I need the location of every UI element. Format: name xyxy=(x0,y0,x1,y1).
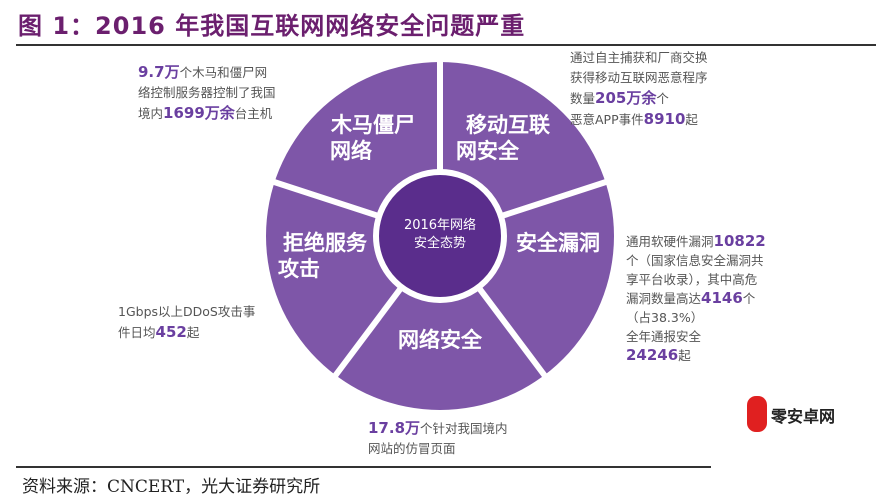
segment-label: 移动互联 xyxy=(466,113,550,137)
segment-label: 攻击 xyxy=(278,257,320,281)
note-web: 17.8万个针对我国境内 网站的仿冒页面 xyxy=(368,418,508,459)
segment-vuln: 安全漏洞 xyxy=(516,231,600,255)
stat: 1699万余 xyxy=(163,104,235,122)
center-line: 安全态势 xyxy=(413,236,466,251)
segment-trojan: 木马僵尸 网络 xyxy=(318,112,428,164)
note-trojan: 9.7万个木马和僵尸网 络控制服务器控制了我国 境内1699万余台主机 xyxy=(138,62,276,124)
segment-label: 拒绝服务 xyxy=(283,231,367,255)
text: 台主机 xyxy=(234,106,273,121)
svg-text:零安卓网: 零安卓网 xyxy=(770,407,835,426)
source-rule xyxy=(16,466,711,468)
text: 个 xyxy=(742,291,756,306)
text: 起 xyxy=(678,348,691,363)
text: 起 xyxy=(186,325,200,340)
text: 件日均 xyxy=(118,325,156,340)
note-ddos: 1Gbps以上DDoS攻击事 件日均452起 xyxy=(118,302,255,343)
text: 通用软硬件漏洞 xyxy=(626,234,714,249)
logo-mark-icon xyxy=(747,396,767,432)
text: 享平台收录），其中高危 xyxy=(626,272,758,287)
note-mobile: 通过自主捕获和厂商交换 获得移动互联网恶意程序 数量205万余个 恶意APP事件… xyxy=(570,48,708,130)
center-label: 2016年网络 安全态势 xyxy=(380,217,500,253)
text: 通过自主捕获和厂商交换 xyxy=(570,50,708,65)
stat: 8910 xyxy=(643,110,686,128)
segment-mobile: 移动互联 网安全 xyxy=(448,112,568,164)
stat: 9.7万 xyxy=(138,63,180,81)
text: 网站的仿冒页面 xyxy=(368,441,456,456)
segment-label: 木马僵尸 xyxy=(331,113,415,137)
stat: 10822 xyxy=(713,232,766,250)
stat: 205万余 xyxy=(595,89,657,107)
stat: 4146 xyxy=(701,289,743,307)
text: 个针对我国境内 xyxy=(420,421,508,436)
text: 络控制服务器控制了我国 xyxy=(138,85,276,100)
text: 个（国家信息安全漏洞共 xyxy=(626,253,764,268)
text: 境内 xyxy=(138,106,164,121)
text: 1Gbps以上DDoS攻击事 xyxy=(118,304,256,319)
center-circle xyxy=(373,169,507,303)
text: 数量 xyxy=(570,91,596,106)
segment-ddos: 拒绝服务 攻击 xyxy=(270,230,380,282)
segment-label: 网络 xyxy=(330,139,372,163)
text: （占38.3%） xyxy=(626,310,704,325)
text: 全年通报安全 xyxy=(626,329,702,344)
text: 恶意APP事件 xyxy=(570,112,644,127)
text: 漏洞数量高达 xyxy=(626,291,702,306)
figure-title: 图 1：2016 年我国互联网网络安全问题严重 xyxy=(18,12,526,40)
segment-label: 网安全 xyxy=(456,139,519,163)
segment-web: 网络安全 xyxy=(398,328,482,352)
text: 个 xyxy=(656,91,669,106)
text: 起 xyxy=(685,112,698,127)
watermark-logo: 零安卓网 xyxy=(745,390,855,444)
note-vuln: 通用软硬件漏洞10822 个（国家信息安全漏洞共 享平台收录），其中高危 漏洞数… xyxy=(626,232,766,365)
text: 个木马和僵尸网 xyxy=(179,65,268,80)
center-line: 2016年网络 xyxy=(403,218,477,233)
stat: 17.8万 xyxy=(368,419,421,437)
stat: 24246 xyxy=(626,346,679,364)
text: 获得移动互联网恶意程序 xyxy=(570,70,708,85)
stat: 452 xyxy=(155,323,187,341)
source-note: 资料来源：CNCERT，光大证券研究所 xyxy=(22,477,321,497)
title-rule xyxy=(16,44,876,46)
